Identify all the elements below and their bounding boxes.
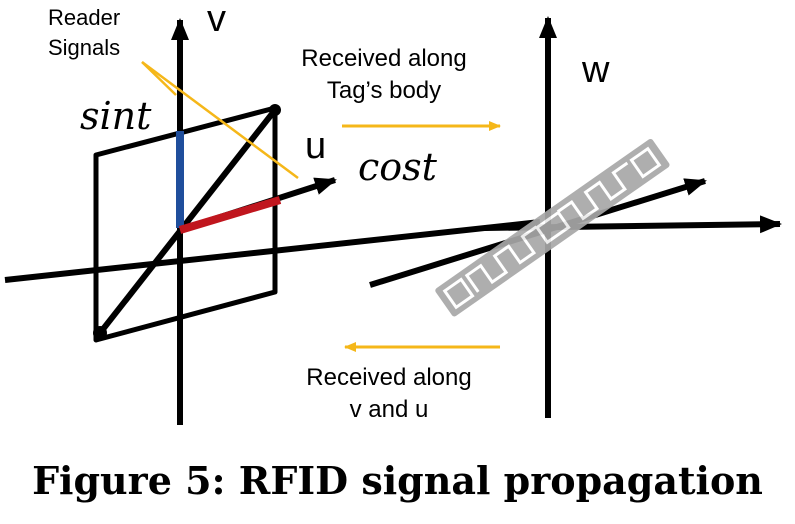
reader-signals-label-line2: Signals — [48, 35, 120, 60]
callout-line-2 — [141, 60, 299, 180]
received-top-line2: Tag’s body — [327, 77, 441, 104]
cost-label: cost — [358, 145, 438, 189]
rfid-tag-icon — [435, 138, 670, 317]
v-axis-label: v — [207, 0, 226, 40]
vector-tip-top — [269, 104, 281, 116]
polarization-plane — [93, 105, 278, 343]
w-axis-label: w — [581, 49, 610, 91]
sint-label: sint — [80, 94, 152, 138]
received-bottom-line1: Received along — [306, 364, 471, 391]
left-frame — [4, 18, 541, 425]
signal-vector — [97, 108, 278, 335]
reader-signals-label-line1: Reader — [48, 5, 120, 30]
u-axis-label: u — [305, 125, 326, 167]
vector-tip-bottom — [93, 326, 107, 340]
received-top-line1: Received along — [301, 45, 466, 72]
received-bottom-line2: v and u — [350, 396, 429, 423]
figure-caption: Figure 5: RFID signal propagation — [32, 458, 763, 503]
cost-component — [178, 196, 282, 234]
